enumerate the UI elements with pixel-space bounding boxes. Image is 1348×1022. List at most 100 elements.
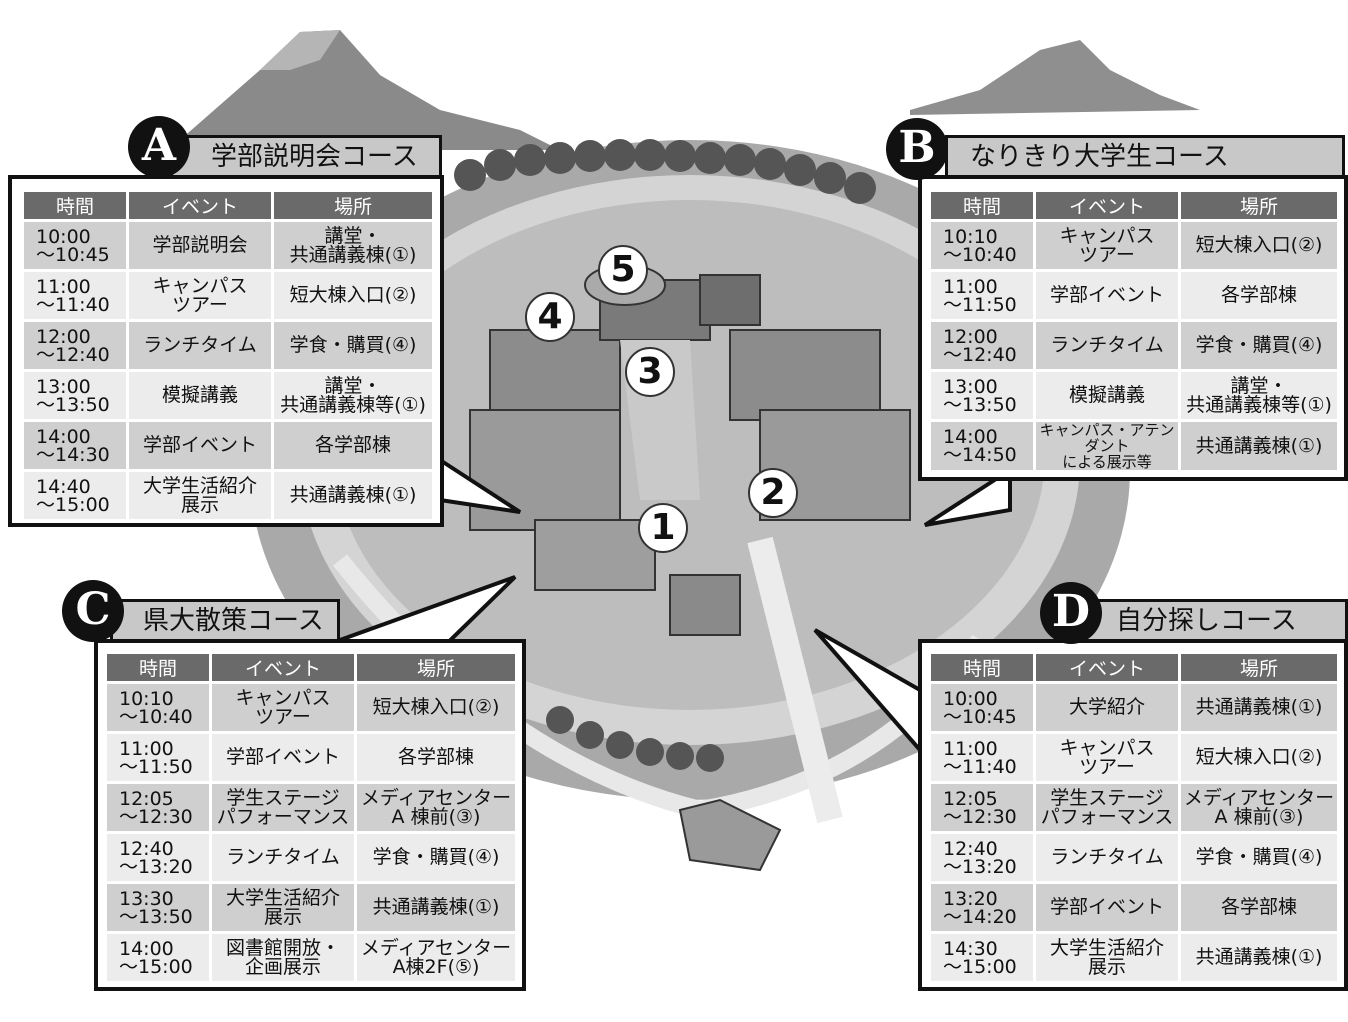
place-line-1: 短大棟入口(②): [289, 284, 417, 306]
event-cell: 学部イベント: [212, 734, 354, 781]
header-row: 時間イベント場所: [107, 654, 515, 681]
event-line-1: ランチタイム: [226, 846, 340, 868]
event-line-2: パフォーマンス: [1040, 805, 1174, 828]
event-line-1: キャンパス: [1059, 224, 1155, 247]
event-cell: 大学生活紹介展示: [212, 884, 354, 931]
header-time: 時間: [931, 192, 1033, 219]
place-line-1: 短大棟入口(②): [1195, 746, 1323, 768]
event-line-1: 学部イベント: [1049, 284, 1164, 306]
place-line-2: 共通講義棟等(①): [1186, 393, 1332, 416]
time-cell: 12:00～12:40: [931, 322, 1033, 369]
time-cell: 14:30～15:00: [931, 934, 1033, 981]
time-cell: 12:40～13:20: [107, 834, 209, 881]
time-end: ～10:40: [943, 243, 1017, 266]
marker-3[interactable]: 3: [625, 347, 675, 397]
event-line-1: 学部イベント: [142, 434, 257, 456]
event-cell: キャンパスツアー: [129, 272, 271, 319]
event-line-2: 展示: [263, 905, 302, 928]
time-start: 13:20: [943, 887, 998, 910]
place-cell: 講堂・共通講義棟等(①): [274, 372, 432, 419]
time-cell: 10:10～10:40: [931, 222, 1033, 269]
place-cell: 短大棟入口(②): [1181, 222, 1337, 269]
place-cell: 共通講義棟(①): [274, 472, 432, 519]
event-line-1: 学部説明会: [152, 234, 248, 256]
event-line-1: キャンパス: [152, 274, 248, 297]
time-start: 12:05: [119, 787, 174, 810]
event-line-2: パフォーマンス: [216, 805, 350, 828]
event-line-1: ランチタイム: [1050, 846, 1164, 868]
header-row: 時間イベント場所: [931, 654, 1337, 681]
place-cell: 学食・購買(④): [1181, 322, 1337, 369]
event-line-1: 模擬講義: [1068, 384, 1145, 406]
place-line-1: 共通講義棟(①): [1195, 946, 1323, 968]
mountain-right: [910, 40, 1200, 115]
time-start: 11:00: [36, 275, 91, 298]
place-line-1: 共通講義棟(①): [1195, 696, 1323, 718]
place-cell: 各学部棟: [357, 734, 515, 781]
event-cell: 図書館開放・企画展示: [212, 934, 354, 981]
event-line-1: ランチタイム: [143, 334, 257, 356]
event-line-1: キャンパス: [1059, 736, 1155, 759]
place-cell: 短大棟入口(②): [357, 684, 515, 731]
place-cell: 短大棟入口(②): [274, 272, 432, 319]
event-line-1: ランチタイム: [1050, 334, 1164, 356]
event-line-2: ツアー: [255, 705, 311, 728]
time-cell: 10:00～10:45: [931, 684, 1033, 731]
mountain-left: [180, 30, 560, 150]
course-a-badge: A: [128, 116, 190, 178]
event-cell: 学部イベント: [129, 422, 271, 469]
course-a-title: 学部説明会コース: [170, 135, 442, 175]
time-start: 11:00: [119, 737, 174, 760]
event-cell: 学生ステージパフォーマンス: [1036, 784, 1178, 831]
time-start: 10:10: [119, 687, 174, 710]
time-end: ～12:30: [119, 805, 193, 828]
marker-4[interactable]: 4: [525, 292, 575, 342]
event-line-1: 学部イベント: [225, 746, 340, 768]
place-line-2: A棟2F(⑤): [392, 955, 480, 978]
event-cell: ランチタイム: [1036, 834, 1178, 881]
schedule-row: 12:40～13:20 ランチタイム 学食・購買(④): [107, 834, 515, 881]
time-end: ～12:30: [943, 805, 1017, 828]
time-cell: 11:00～11:50: [107, 734, 209, 781]
time-end: ～10:45: [943, 705, 1017, 728]
marker-5[interactable]: 5: [598, 245, 648, 295]
time-end: ～12:40: [36, 343, 110, 366]
place-line-1: メディアセンター: [360, 786, 512, 809]
event-cell: 大学紹介: [1036, 684, 1178, 731]
time-start: 14:00: [119, 937, 174, 960]
event-line-1: キャンパス: [235, 686, 331, 709]
place-cell: 各学部棟: [1181, 272, 1337, 319]
place-line-1: 各学部棟: [397, 746, 474, 768]
time-start: 11:00: [943, 737, 998, 760]
event-line-1: 学生ステージ: [226, 786, 340, 809]
event-line-2: ツアー: [1079, 243, 1135, 266]
place-line-1: 共通講義棟(①): [1195, 434, 1323, 457]
event-cell: キャンパスツアー: [212, 684, 354, 731]
time-end: ～13:50: [943, 393, 1017, 416]
place-line-1: 短大棟入口(②): [372, 696, 500, 718]
header-place: 場所: [1181, 192, 1337, 219]
time-cell: 13:00～13:50: [931, 372, 1033, 419]
header-event: イベント: [1036, 192, 1178, 219]
time-end: ～12:40: [943, 343, 1017, 366]
marker-2[interactable]: 2: [748, 468, 798, 518]
event-line-1: 学部イベント: [1049, 896, 1164, 918]
event-line-2: 展示: [1087, 955, 1126, 978]
marker-1[interactable]: 1: [638, 503, 688, 553]
time-cell: 14:00～15:00: [107, 934, 209, 981]
time-start: 11:00: [943, 275, 998, 298]
place-line-1: 講堂・: [324, 224, 382, 247]
place-line-1: 学食・購買(④): [372, 846, 500, 868]
place-cell: 講堂・共通講義棟(①): [274, 222, 432, 269]
